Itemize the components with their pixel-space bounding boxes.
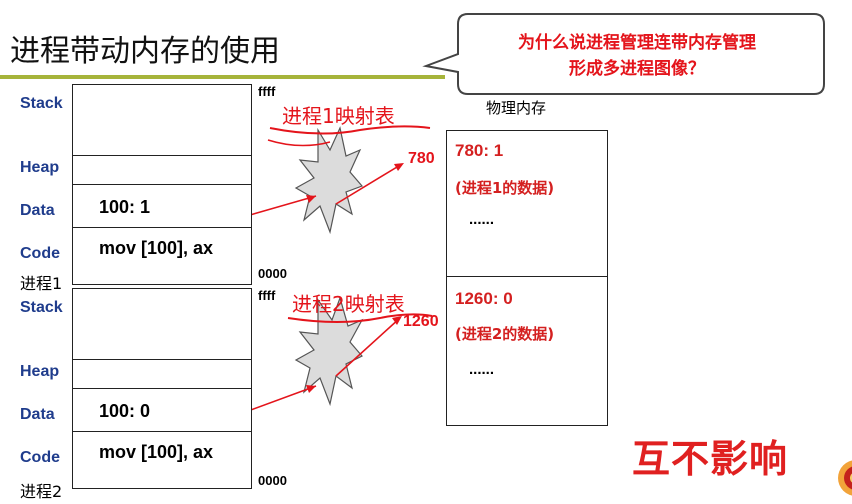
address-top: ffff <box>258 84 276 99</box>
mapped-address: 1260 <box>403 313 439 330</box>
code-instruction: mov [100], ax <box>99 238 214 258</box>
slide-title: 进程带动内存的使用 <box>10 34 280 69</box>
callout-line-1: 为什么说进程管理连带内存管理 <box>518 33 756 53</box>
free-space-segment <box>72 317 252 360</box>
code-segment: mov [100], ax <box>72 431 252 489</box>
segment-label-code: Code <box>20 449 60 466</box>
physical-note: (进程1的数据) <box>455 179 555 197</box>
table-to-physical-arrow <box>335 317 401 377</box>
segment-label-stack: Stack <box>20 95 63 112</box>
callout-bubble <box>422 13 825 95</box>
stack-segment <box>72 84 252 114</box>
segment-label-stack: Stack <box>20 299 63 316</box>
segment-label-heap: Heap <box>20 363 60 380</box>
conclusion-text: 互不影响 <box>632 437 789 481</box>
data-segment: 100: 1 <box>72 184 252 228</box>
address-top: ffff <box>258 288 276 303</box>
address-bottom: 0000 <box>258 266 287 281</box>
map-table-label: 进程2映射表 <box>292 292 405 316</box>
physical-note: (进程2的数据) <box>455 325 555 343</box>
title-underline <box>0 75 445 79</box>
heap-segment <box>72 359 252 389</box>
physical-block-1: 780: 1 (进程1的数据) ...... <box>446 130 608 278</box>
ellipsis: ...... <box>469 211 495 228</box>
segment-label-code: Code <box>20 245 60 262</box>
data-cell-value: 100: 1 <box>99 197 151 217</box>
process-name: 进程1 <box>20 274 63 293</box>
physical-memory-label: 物理内存 <box>486 99 547 117</box>
mapped-address: 780 <box>408 150 435 167</box>
arrowhead <box>394 163 404 171</box>
heap-segment <box>72 155 252 185</box>
callout-line-2: 形成多进程图像？ <box>569 59 705 79</box>
table-to-physical-arrow <box>335 163 403 205</box>
physical-entry: 1260: 0 <box>455 289 513 308</box>
arrowhead <box>306 195 316 203</box>
physical-entry: 780: 1 <box>455 141 504 160</box>
code-instruction: mov [100], ax <box>99 442 214 462</box>
address-bottom: 0000 <box>258 473 287 488</box>
free-space-segment <box>72 113 252 156</box>
segment-label-data: Data <box>20 406 55 423</box>
data-cell-value: 100: 0 <box>99 401 151 421</box>
process-name: 进程2 <box>20 482 63 501</box>
segment-label-heap: Heap <box>20 159 60 176</box>
map-label-underline-1b <box>267 139 331 147</box>
map-table-label: 进程1映射表 <box>282 104 395 128</box>
physical-block-2: 1260: 0 (进程2的数据) ...... <box>446 276 608 426</box>
map-label-underline-2 <box>287 313 433 323</box>
callout-text: 为什么说进程管理连带内存管理 形成多进程图像？ <box>462 30 812 82</box>
segment-label-data: Data <box>20 202 55 219</box>
mapping-burst-1 <box>294 126 364 235</box>
ellipsis: ...... <box>469 361 495 378</box>
map-label-underline-1 <box>269 125 431 135</box>
arrowhead <box>306 385 316 393</box>
arrowhead <box>392 316 402 325</box>
logo-icon <box>838 460 852 496</box>
data-segment: 100: 0 <box>72 388 252 432</box>
code-segment: mov [100], ax <box>72 227 252 285</box>
stack-segment <box>72 288 252 318</box>
